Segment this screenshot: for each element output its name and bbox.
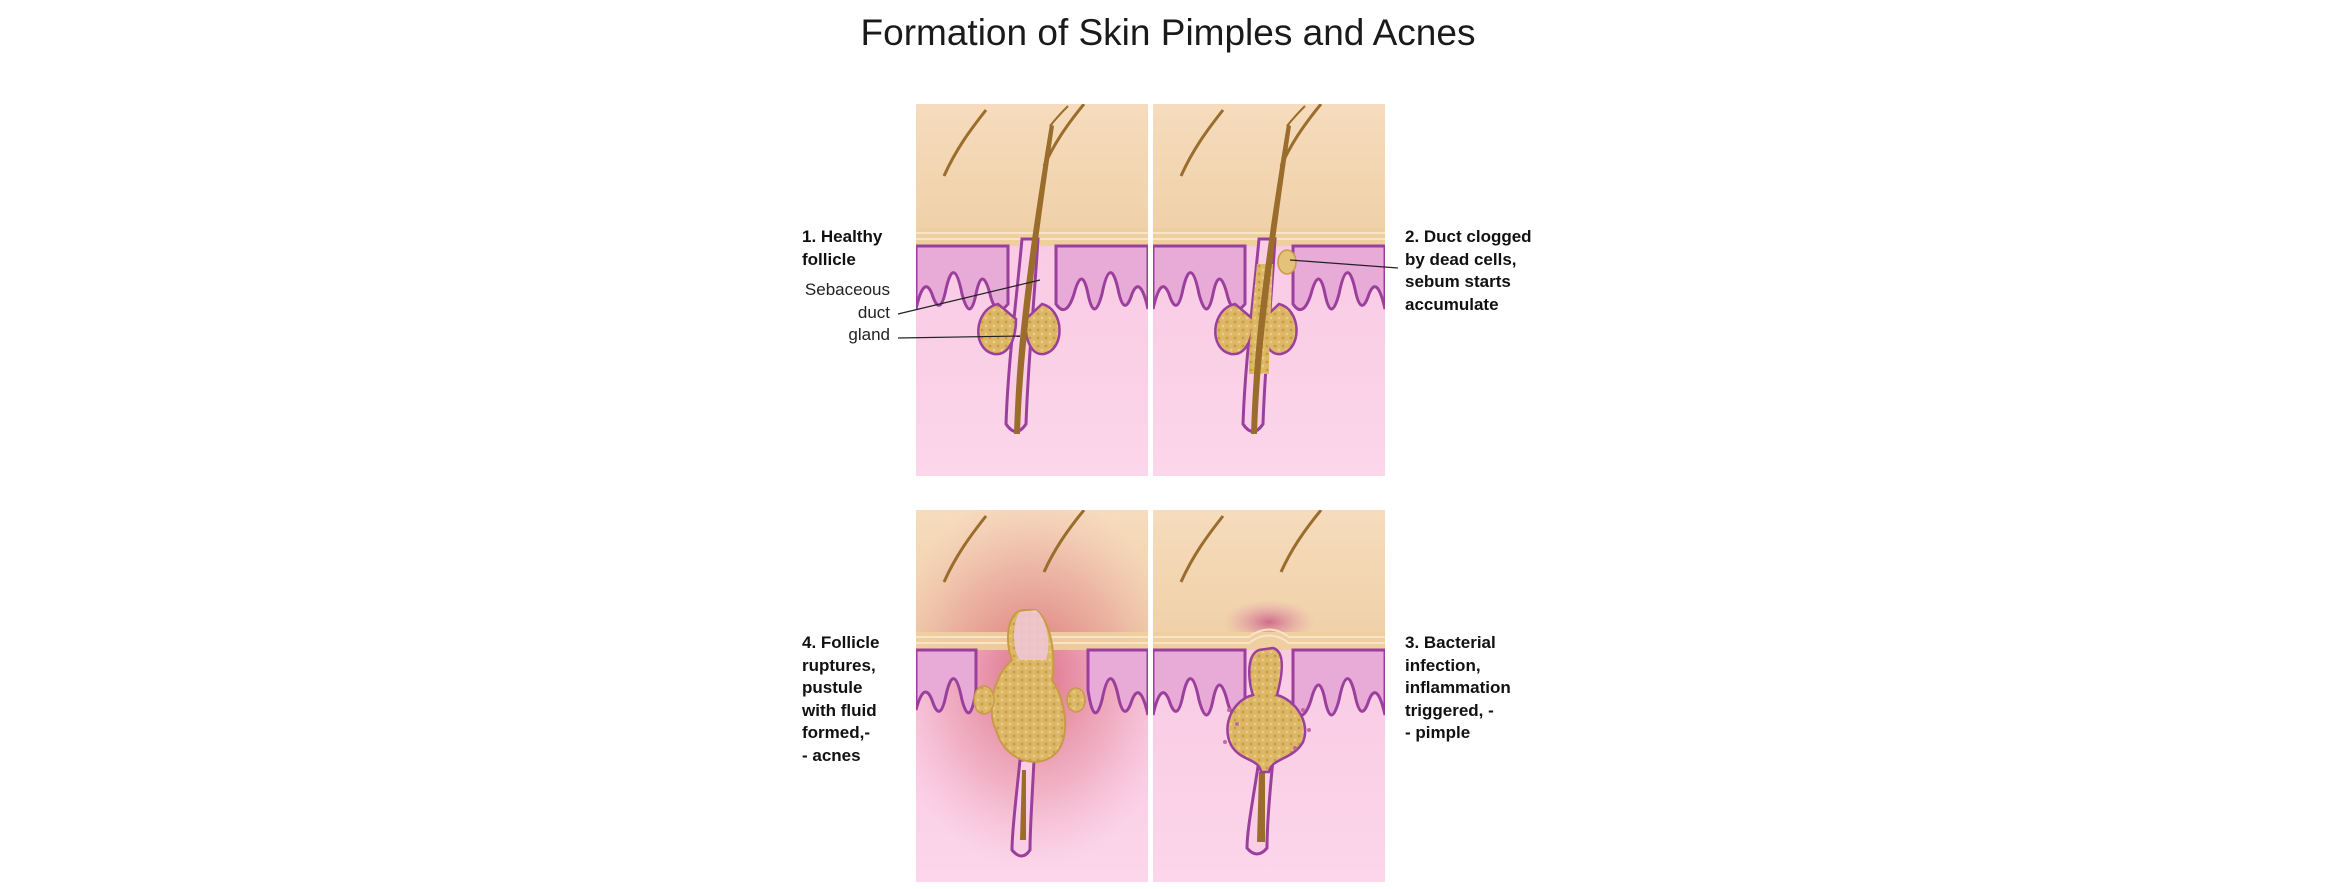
callout-gland: gland xyxy=(848,325,890,344)
callout-sebaceous-duct-gland: Sebaceous duct gland xyxy=(780,279,890,347)
label-line: formed,- xyxy=(802,723,870,742)
label-duct-clogged: 2. Duct clogged by dead cells, sebum sta… xyxy=(1405,226,1532,316)
label-bacterial-infection: 3. Bacterial infection, inflammation tri… xyxy=(1405,632,1511,745)
callout-duct: duct xyxy=(857,302,890,322)
label-line: with fluid xyxy=(802,700,877,720)
diagram-title: Formation of Skin Pimples and Acnes xyxy=(860,12,1476,53)
label-line: ruptures, xyxy=(802,655,876,675)
callout-sebaceous: Sebaceous xyxy=(804,280,890,299)
label-line: - pimple xyxy=(1405,723,1471,742)
label-line: follicle xyxy=(802,249,856,269)
label-healthy-follicle: 1. Healthy follicle xyxy=(802,226,882,271)
panel-bacterial-infection xyxy=(1153,510,1385,882)
label-line: inflammation xyxy=(1405,678,1511,697)
label-line: by dead cells, xyxy=(1405,249,1517,269)
label-line: triggered, - xyxy=(1405,700,1494,720)
label-follicle-ruptures: 4. Follicle ruptures, pustule with fluid… xyxy=(802,632,879,767)
label-line: accumulate xyxy=(1405,294,1499,314)
panel-healthy-follicle xyxy=(916,104,1148,476)
label-line: infection, xyxy=(1405,655,1481,675)
label-line: sebum starts xyxy=(1405,272,1511,291)
label-line: pustule xyxy=(802,678,863,697)
label-line: - acnes xyxy=(802,745,861,765)
panel-follicle-ruptures xyxy=(916,510,1148,882)
label-line: 3. Bacterial xyxy=(1405,633,1496,652)
label-line: 4. Follicle xyxy=(802,633,880,652)
label-line: 1. Healthy xyxy=(802,227,883,246)
panel-duct-clogged xyxy=(1153,104,1385,476)
label-line: 2. Duct clogged xyxy=(1405,227,1532,246)
